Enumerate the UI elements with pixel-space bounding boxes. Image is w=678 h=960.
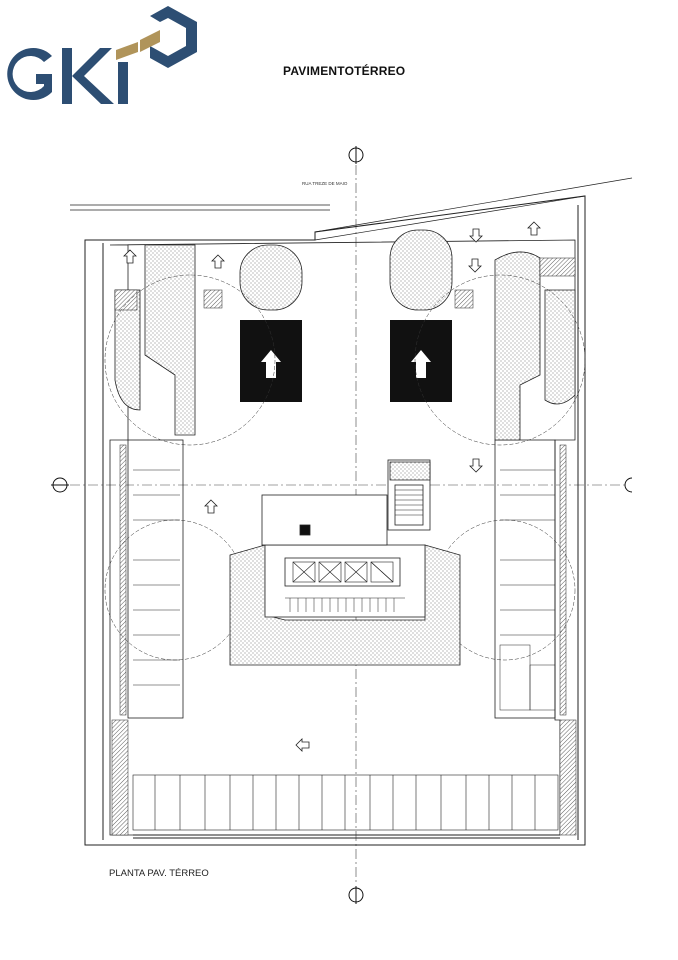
section-marker-top xyxy=(348,146,364,164)
parking-stalls-side xyxy=(133,469,556,711)
street-lines xyxy=(70,177,633,241)
parking-stalls-bottom xyxy=(132,774,559,831)
central-core xyxy=(229,459,461,666)
front-wall xyxy=(133,834,560,839)
plan-title: PLANTA PAV. TÉRREO xyxy=(109,868,209,879)
planters-top xyxy=(114,229,576,441)
section-marker-left xyxy=(51,477,69,493)
direction-arrows xyxy=(123,221,541,752)
section-marker-right xyxy=(624,477,633,493)
gki-logo xyxy=(0,0,205,110)
site-boundary xyxy=(84,195,586,846)
ramp-blocks xyxy=(240,320,452,402)
page-title: PAVIMENTOTÉRREO xyxy=(283,64,406,78)
street-label: RUA TREZE DE MAIO xyxy=(302,181,348,186)
hatched-walls xyxy=(111,257,577,836)
section-marker-bottom xyxy=(348,886,364,904)
